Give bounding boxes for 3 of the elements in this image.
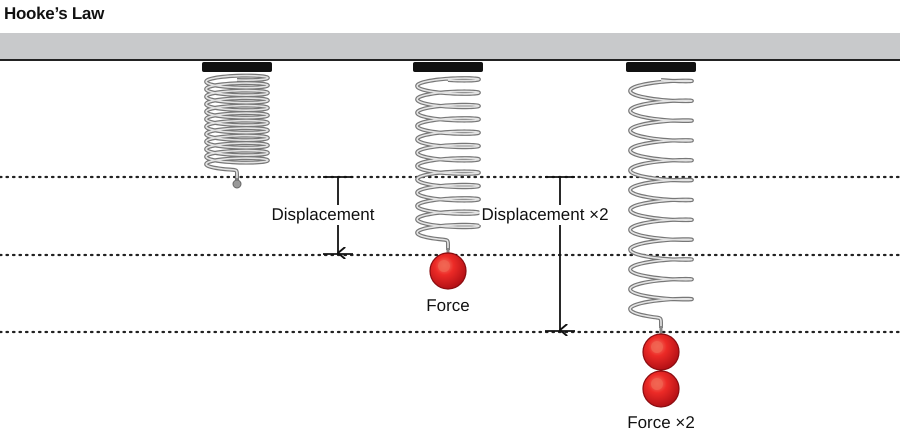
title: Hooke’s Law xyxy=(4,4,104,24)
dimension-label: Displacement ×2 xyxy=(479,205,611,225)
dimension-label: Displacement xyxy=(270,205,376,225)
